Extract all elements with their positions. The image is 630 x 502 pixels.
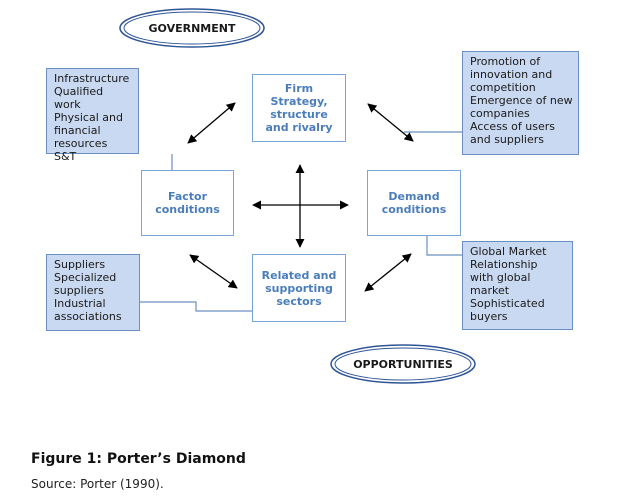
connector-demand-bottom <box>426 236 462 256</box>
connector-related-bottom <box>140 301 252 312</box>
opportunities-label: OPPORTUNITIES <box>353 358 453 371</box>
firm-strategy-box: Firm Strategy, structure and rivalry <box>252 74 346 142</box>
demand-conditions-box: Demand conditions <box>367 170 461 236</box>
arrow-factor-related <box>189 254 238 289</box>
firm-strategy-label: Firm Strategy, structure and rivalry <box>265 82 333 134</box>
opportunities-ellipse: OPPORTUNITIES <box>330 344 476 384</box>
government-ellipse: GOVERNMENT <box>119 8 265 48</box>
government-label: GOVERNMENT <box>149 22 236 35</box>
demand-top-note: Promotion of innovation and competition … <box>462 51 579 155</box>
arrow-demand-related <box>364 253 412 292</box>
demand-conditions-label: Demand conditions <box>381 190 447 216</box>
factor-conditions-box: Factor conditions <box>141 170 234 236</box>
demand-bottom-note: Global Market Relationship with global m… <box>462 241 573 330</box>
related-sectors-box: Related and supporting sectors <box>252 254 346 322</box>
factor-top-note: Infrastructure Qualified work Physical a… <box>46 68 139 163</box>
figure-source: Source: Porter (1990). <box>31 477 164 491</box>
arrow-firm-demand <box>367 103 414 142</box>
figure-caption: Figure 1: Porter’s Diamond <box>31 451 246 467</box>
arrow-firm-factor <box>187 102 236 144</box>
factor-bottom-note: Suppliers Specialized suppliers Industri… <box>46 254 140 331</box>
factor-conditions-label: Factor conditions <box>155 190 220 216</box>
related-sectors-label: Related and supporting sectors <box>261 268 337 308</box>
